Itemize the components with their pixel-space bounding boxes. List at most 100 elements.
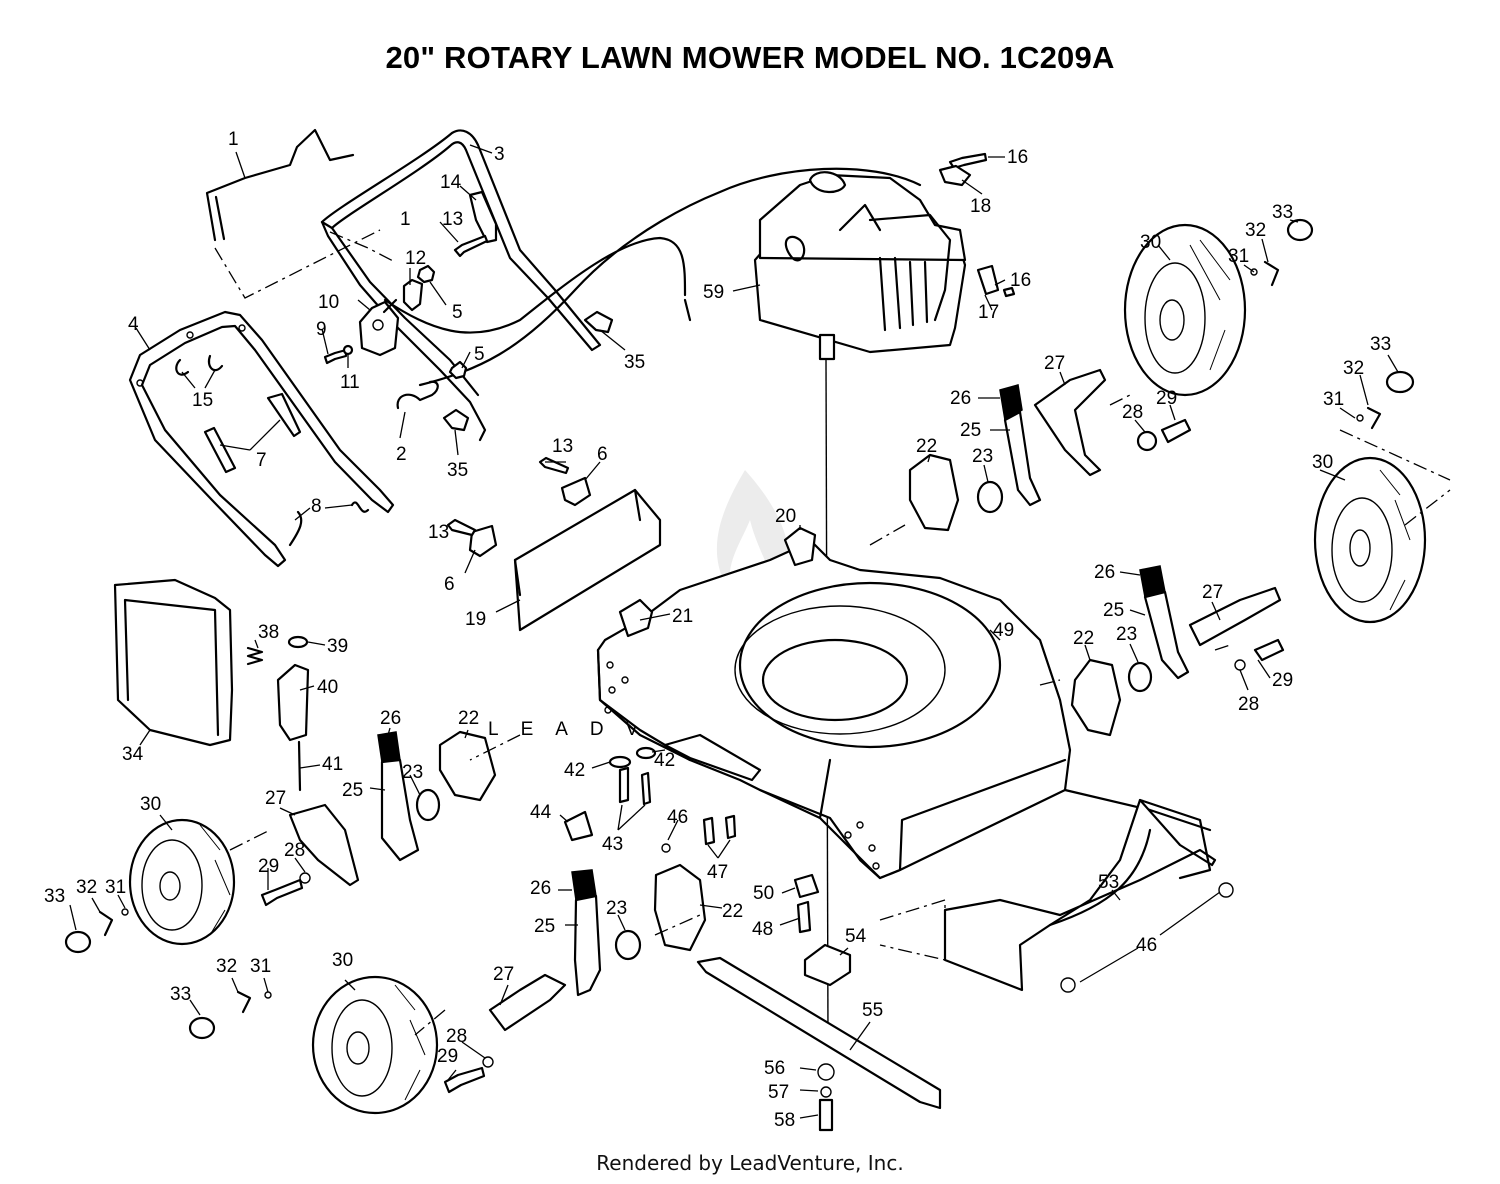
baffle-44 bbox=[563, 810, 594, 842]
callout-14: 14 bbox=[440, 172, 462, 193]
callout-15: 15 bbox=[192, 390, 213, 411]
callout-27: 27 bbox=[1202, 582, 1223, 603]
callout-48: 48 bbox=[752, 919, 773, 940]
adjuster-grip-26a bbox=[999, 384, 1023, 422]
wing-nut-35a bbox=[583, 310, 614, 334]
callout-32: 32 bbox=[1343, 358, 1364, 379]
washer-31a bbox=[1250, 268, 1258, 276]
callout-34: 34 bbox=[122, 744, 144, 765]
callout-29: 29 bbox=[1272, 670, 1293, 691]
callout-30: 30 bbox=[140, 794, 161, 815]
axle-centerline-left-mid bbox=[229, 734, 521, 851]
door-hinge-40 bbox=[276, 663, 310, 742]
washer-42b bbox=[635, 746, 657, 760]
callout-leaders bbox=[69, 144, 1399, 1119]
callout-5: 5 bbox=[474, 344, 485, 365]
callout-26: 26 bbox=[530, 878, 551, 899]
callout-30: 30 bbox=[1312, 452, 1333, 473]
callout-32: 32 bbox=[1245, 220, 1266, 241]
spacer-50 bbox=[793, 873, 820, 899]
callout-49: 49 bbox=[993, 620, 1014, 641]
washer-31b bbox=[1356, 414, 1364, 422]
hub-cap-33c bbox=[64, 930, 92, 954]
washer-28c bbox=[299, 872, 311, 884]
handle-bolt-7 bbox=[203, 392, 302, 474]
height-plate-22b bbox=[1070, 658, 1122, 737]
wheel-30c bbox=[128, 818, 236, 946]
callout-25: 25 bbox=[960, 420, 981, 441]
wheel-30a bbox=[1123, 223, 1247, 397]
callout-46: 46 bbox=[1136, 935, 1157, 956]
push-nut-32a bbox=[1263, 260, 1280, 287]
nut-46b bbox=[1060, 977, 1076, 993]
callout-18: 18 bbox=[970, 196, 991, 217]
callout-22: 22 bbox=[916, 436, 937, 457]
bracket-20 bbox=[783, 526, 817, 567]
callout-58: 58 bbox=[774, 1110, 795, 1131]
washer-31c bbox=[121, 908, 129, 916]
callout-2: 2 bbox=[396, 444, 407, 465]
callout-33: 33 bbox=[170, 984, 191, 1005]
callout-16: 16 bbox=[1010, 270, 1031, 291]
callout-28: 28 bbox=[284, 840, 305, 861]
blade-adapter-54 bbox=[803, 943, 852, 987]
callout-56: 56 bbox=[764, 1058, 785, 1079]
nut-46a bbox=[661, 843, 671, 853]
push-nut-32b bbox=[1366, 406, 1382, 430]
diagram-title: 20" ROTARY LAWN MOWER MODEL NO. 1C209A bbox=[385, 40, 1115, 75]
callout-54: 54 bbox=[845, 926, 867, 947]
callout-26: 26 bbox=[950, 388, 971, 409]
callout-21: 21 bbox=[672, 606, 693, 627]
callout-8: 8 bbox=[311, 496, 322, 517]
bracket-14 bbox=[468, 190, 498, 244]
callout-23: 23 bbox=[402, 762, 423, 783]
bolt-48 bbox=[796, 900, 812, 934]
callout-23: 23 bbox=[972, 446, 993, 467]
control-cable bbox=[383, 167, 922, 387]
hinge-6a bbox=[560, 476, 592, 507]
callout-13: 13 bbox=[552, 436, 573, 457]
callout-labels: 1 3 14 13 1 12 5 10 9 11 5 4 15 7 2 35 3… bbox=[44, 129, 1391, 1131]
callout-33: 33 bbox=[1370, 334, 1391, 355]
washer-42a bbox=[608, 755, 632, 769]
callout-55: 55 bbox=[862, 1000, 883, 1021]
wing-nut-35b bbox=[442, 408, 470, 432]
lower-handle-part-4 bbox=[128, 310, 395, 568]
bolt-47 bbox=[702, 814, 737, 846]
adjuster-lever-25d bbox=[573, 894, 602, 997]
bracket-21 bbox=[618, 598, 654, 638]
spring-38 bbox=[246, 646, 264, 666]
lockwasher-57 bbox=[820, 1086, 832, 1098]
callout-1: 1 bbox=[400, 209, 411, 230]
callout-31: 31 bbox=[1228, 246, 1249, 267]
wheel-30d bbox=[311, 975, 439, 1115]
callout-35: 35 bbox=[447, 460, 468, 481]
push-nut-32c bbox=[98, 910, 114, 937]
blade-bolt-58 bbox=[818, 1098, 834, 1132]
upper-handle-part-1 bbox=[205, 128, 381, 299]
callout-47: 47 bbox=[707, 862, 728, 883]
callout-29: 29 bbox=[437, 1046, 458, 1067]
callout-39: 39 bbox=[327, 636, 348, 657]
callout-12: 12 bbox=[405, 248, 426, 269]
hinge-6b bbox=[468, 524, 498, 558]
callout-10: 10 bbox=[318, 292, 339, 313]
axle-centerline-left-bottom bbox=[414, 914, 701, 1036]
callout-32: 32 bbox=[76, 877, 97, 898]
callout-30: 30 bbox=[1140, 232, 1161, 253]
handle-knob-15 bbox=[175, 354, 224, 376]
axle-bracket-27d bbox=[488, 973, 567, 1032]
callout-4: 4 bbox=[128, 314, 139, 335]
callout-7: 7 bbox=[256, 450, 267, 471]
spacer-23a bbox=[976, 480, 1004, 514]
hub-cap-33a bbox=[1286, 218, 1314, 242]
washer-56 bbox=[817, 1063, 835, 1081]
callout-17: 17 bbox=[978, 302, 999, 323]
callout-13: 13 bbox=[442, 209, 463, 230]
callout-44: 44 bbox=[530, 802, 552, 823]
bolt-9 bbox=[323, 348, 348, 365]
bolt-29d bbox=[443, 1066, 486, 1094]
washer-31d bbox=[264, 991, 272, 999]
callout-50: 50 bbox=[753, 883, 774, 904]
callout-28: 28 bbox=[1238, 694, 1259, 715]
